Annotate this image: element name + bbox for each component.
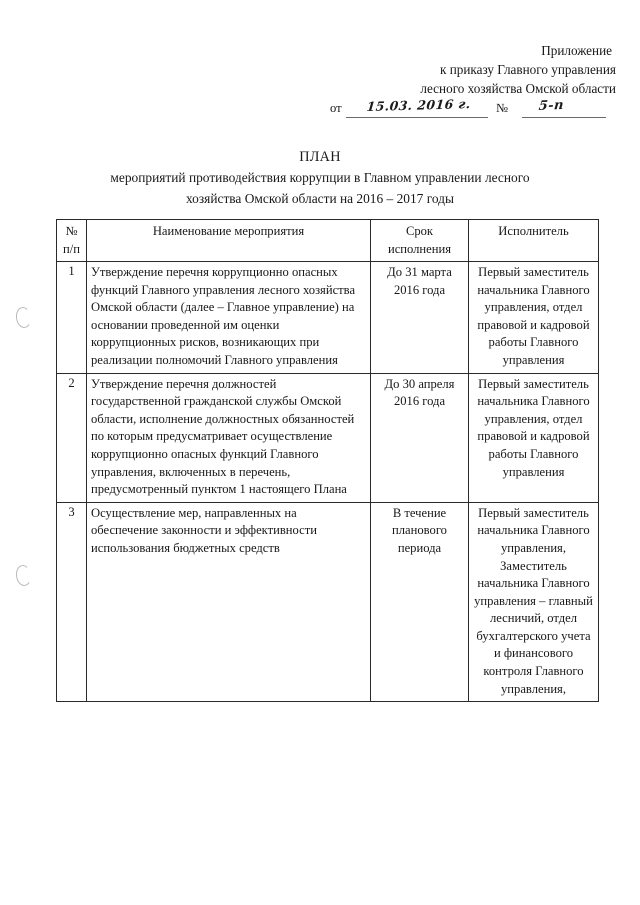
- row-deadline: До 31 марта 2016 года: [370, 261, 469, 374]
- appendix-label: Приложение: [541, 43, 612, 58]
- handwritten-number-value: 5-п: [538, 97, 565, 114]
- appendix-order-line: к приказу Главного управления: [440, 62, 616, 77]
- number-label: №: [496, 101, 509, 115]
- page-subtitle-line1: мероприятий противодействия коррупции в …: [110, 170, 530, 185]
- row-deadline: В течение планового периода: [370, 501, 469, 703]
- punch-hole-artifact-icon: [14, 306, 33, 329]
- column-header-number-line2: п/п: [63, 241, 80, 256]
- row-number: 1: [56, 261, 87, 374]
- document-id-line: от 15.03. 2016 г. № 5-п: [330, 96, 620, 120]
- date-label: от: [330, 101, 342, 115]
- title-block: ПЛАН мероприятий противодействия коррупц…: [40, 147, 600, 209]
- row-measure: Осуществление мер, направленных на обесп…: [86, 501, 371, 703]
- row-measure: Утверждение перечня должностей государст…: [86, 372, 371, 503]
- row-executor: Первый заместитель начальника Главного у…: [468, 501, 599, 703]
- column-header-deadline-line2: исполнения: [387, 241, 452, 256]
- row-executor: Первый заместитель начальника Главного у…: [468, 372, 599, 503]
- column-header-deadline-line1: Срок: [405, 224, 434, 238]
- row-deadline: До 30 апреля 2016 года: [370, 372, 469, 503]
- row-measure: Утверждение перечня коррупционно опасных…: [86, 261, 371, 374]
- appendix-reference-header: Приложение к приказу Главного управления…: [318, 41, 618, 98]
- column-header-number-line1: №: [65, 224, 78, 238]
- column-header-measure-name: Наименование мероприятия: [86, 219, 371, 262]
- column-header-executor: Исполнитель: [468, 219, 599, 262]
- table-row: 1 Утверждение перечня коррупционно опасн…: [56, 261, 599, 374]
- handwritten-date-value: 15.03. 2016 г.: [366, 96, 472, 114]
- page-title: ПЛАН: [299, 149, 341, 165]
- appendix-authority-line: лесного хозяйства Омской области: [420, 81, 616, 96]
- row-executor: Первый заместитель начальника Главного у…: [468, 261, 599, 374]
- column-header-deadline: Срок исполнения: [370, 219, 469, 262]
- column-header-number: № п/п: [56, 219, 87, 262]
- plan-table: № п/п Наименование мероприятия Срок испо…: [56, 219, 599, 703]
- row-number: 2: [56, 372, 87, 503]
- table-row: 3 Осуществление мер, направленных на обе…: [56, 501, 599, 703]
- date-rule: [346, 117, 488, 118]
- punch-hole-artifact-icon: [14, 564, 33, 587]
- page-subtitle-line2: хозяйства Омской области на 2016 – 2017 …: [186, 191, 454, 206]
- row-number: 3: [56, 501, 87, 703]
- table-row: 2 Утверждение перечня должностей государ…: [56, 372, 599, 503]
- table-header-row: № п/п Наименование мероприятия Срок испо…: [56, 219, 599, 262]
- number-rule: [522, 117, 606, 118]
